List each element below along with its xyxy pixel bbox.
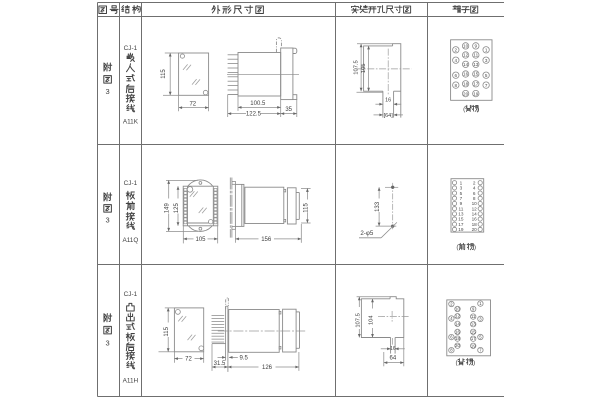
svg-text:10: 10 [463,44,469,49]
svg-text:72: 72 [189,101,196,107]
svg-text:12: 12 [463,53,469,58]
svg-text:17: 17 [458,222,464,227]
svg-text:20: 20 [472,227,478,232]
svg-text:16: 16 [463,72,469,77]
svg-text:15: 15 [473,72,479,77]
svg-text:107.5: 107.5 [355,313,361,328]
svg-text:72: 72 [185,357,192,363]
svg-text:9: 9 [475,44,478,49]
svg-text:10: 10 [472,201,478,206]
svg-text:6: 6 [450,335,453,340]
svg-text:15: 15 [458,217,464,222]
svg-text:6: 6 [473,191,476,196]
svg-text:3: 3 [485,58,488,63]
svg-text:5: 5 [485,73,488,78]
svg-text:104: 104 [369,315,375,325]
svg-text:19: 19 [471,343,476,348]
svg-text:14: 14 [455,321,460,326]
svg-text:CJ-1: CJ-1 [124,45,138,52]
svg-text:35: 35 [285,107,292,113]
svg-text:2: 2 [473,180,476,185]
svg-text:8: 8 [473,196,476,201]
svg-text:9: 9 [460,201,463,206]
svg-text:(: ( [456,359,459,366]
svg-text:13: 13 [473,62,479,67]
svg-text:2-φ5: 2-φ5 [360,230,374,237]
svg-text:64: 64 [390,356,397,362]
svg-text:A11H: A11H [123,378,139,385]
svg-text:125: 125 [174,203,180,214]
svg-text:1: 1 [479,301,482,306]
svg-text:7: 7 [479,348,482,353]
svg-text:107.5: 107.5 [353,60,359,75]
svg-text:14: 14 [472,212,478,217]
svg-text:126: 126 [262,365,273,371]
svg-text:3: 3 [106,87,110,96]
svg-text:115: 115 [303,203,309,213]
svg-text:[64]: [64] [384,113,394,119]
svg-text:115: 115 [161,69,167,79]
svg-text:3: 3 [106,338,110,347]
svg-text:9: 9 [472,307,475,312]
svg-text:(: ( [456,244,459,251]
svg-text:8: 8 [450,348,453,353]
svg-text:19: 19 [458,227,464,232]
svg-text:CJ-1: CJ-1 [124,180,138,187]
svg-text:17: 17 [473,82,479,87]
svg-text:4: 4 [473,186,476,191]
svg-text:A11Q: A11Q [122,237,138,244]
svg-text:A11K: A11K [123,119,139,126]
svg-text:16: 16 [385,98,391,104]
svg-text:100.5: 100.5 [250,101,266,107]
svg-text:1: 1 [460,180,463,185]
svg-text:13: 13 [471,322,476,327]
svg-text:5: 5 [479,335,482,340]
svg-text:11: 11 [471,314,476,319]
svg-text:8: 8 [455,83,458,88]
svg-text:16: 16 [390,346,396,352]
svg-text:133: 133 [375,201,381,212]
svg-text:105: 105 [195,237,206,243]
svg-text:20: 20 [455,343,460,348]
svg-text:3: 3 [460,186,463,191]
svg-text:11: 11 [458,206,463,211]
svg-text:19: 19 [473,91,479,96]
svg-text:): ) [473,359,475,366]
svg-text:16: 16 [472,217,478,222]
svg-text:18: 18 [455,336,460,341]
svg-text:18: 18 [463,82,469,87]
svg-text:31.5: 31.5 [214,361,226,367]
svg-text:14: 14 [463,62,469,67]
svg-text:7: 7 [460,196,463,201]
svg-text:12: 12 [472,206,478,211]
svg-text:11: 11 [473,53,478,58]
svg-text:4: 4 [450,316,453,321]
svg-text:10: 10 [455,307,460,312]
svg-text:9.5: 9.5 [240,356,249,362]
svg-text:15: 15 [471,329,476,334]
svg-text:122.5: 122.5 [246,112,262,118]
svg-text:3: 3 [106,215,110,224]
svg-text:12: 12 [455,314,460,319]
svg-text:2: 2 [450,302,453,307]
svg-text:): ) [474,244,476,251]
svg-text:3: 3 [479,316,482,321]
svg-text:105: 105 [361,63,367,73]
svg-text:17: 17 [471,336,476,341]
svg-text:149: 149 [165,203,171,214]
svg-text:20: 20 [463,91,469,96]
svg-text:16: 16 [455,329,460,334]
svg-text:13: 13 [458,212,464,217]
svg-text:5: 5 [460,191,463,196]
svg-text:2: 2 [455,48,458,53]
svg-text:6: 6 [455,73,458,78]
svg-text:(: ( [463,106,466,113]
svg-text:156: 156 [261,237,272,243]
svg-text:115: 115 [164,326,170,336]
svg-text:18: 18 [472,222,478,227]
svg-text:4: 4 [455,58,458,63]
svg-text:7: 7 [485,83,488,88]
svg-text:CJ-1: CJ-1 [124,291,138,298]
svg-text:1: 1 [485,48,488,53]
